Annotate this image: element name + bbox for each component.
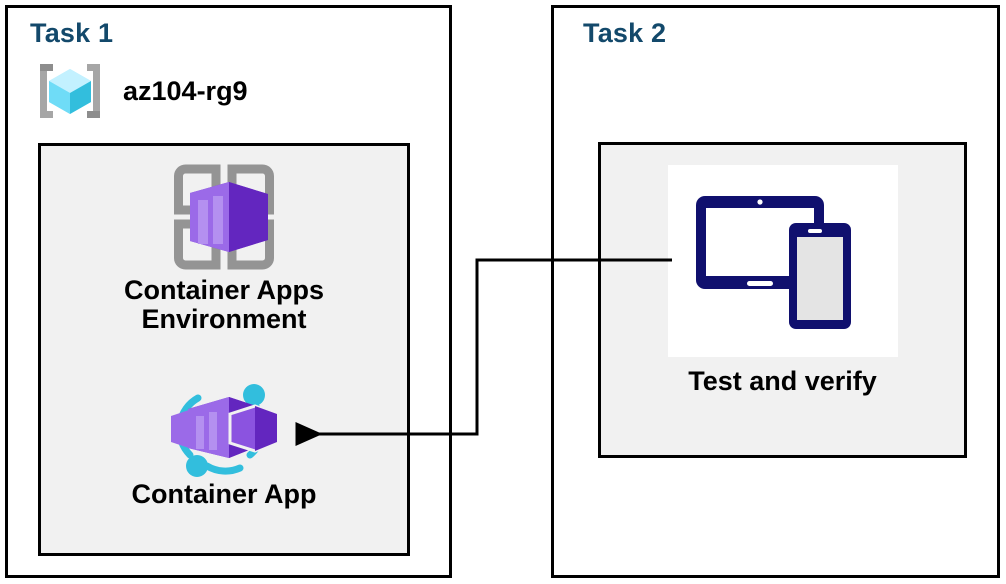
task-1-title: Task 1	[30, 18, 114, 48]
resource-group-row: az104-rg9	[33, 60, 248, 122]
container-app-label: Container App	[131, 479, 317, 509]
resource-group-icon	[33, 60, 107, 122]
node-container-app: Container App	[38, 376, 410, 509]
task-2-title: Task 2	[583, 18, 667, 48]
container-app-icon	[159, 376, 289, 480]
container-apps-environment-icon	[165, 158, 283, 276]
resource-group-label: az104-rg9	[123, 75, 248, 106]
node-container-apps-environment: Container Apps Environment	[38, 158, 410, 334]
test-and-verify-label: Test and verify	[688, 366, 877, 396]
devices-icon-tile	[667, 165, 898, 357]
container-apps-environment-label: Container Apps Environment	[123, 275, 324, 335]
node-test-and-verify: Test and verify	[598, 165, 967, 396]
devices-icon	[691, 188, 875, 334]
